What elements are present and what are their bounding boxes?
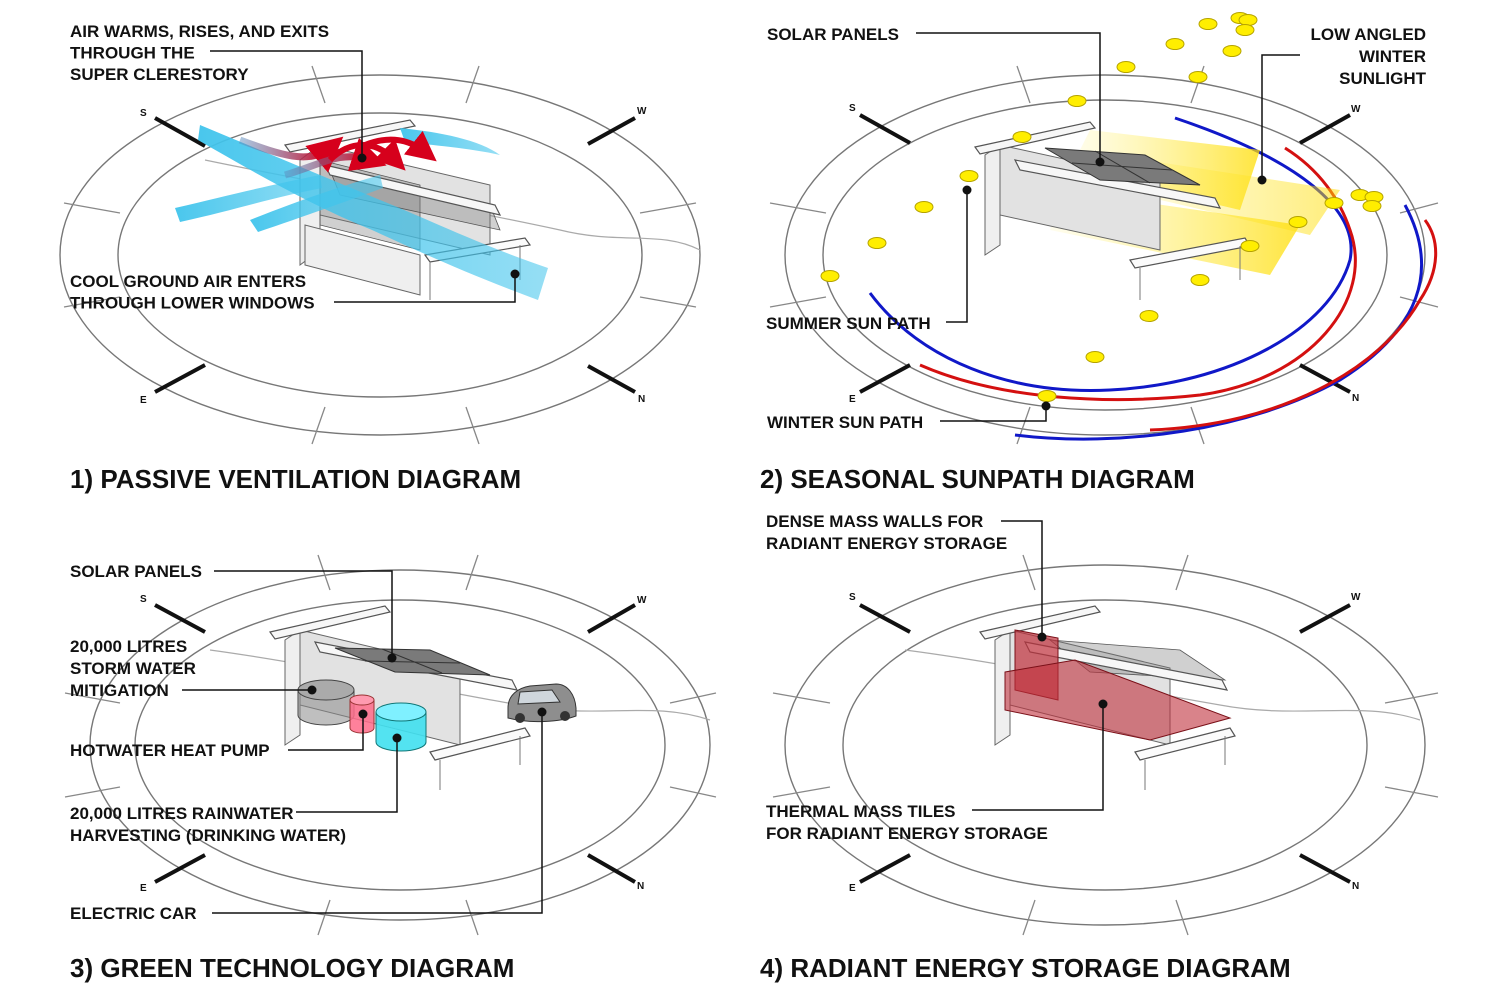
svg-text:WINTER SUN PATH: WINTER SUN PATH <box>767 413 923 432</box>
svg-text:SOLAR PANELS: SOLAR PANELS <box>70 562 202 581</box>
compass-rose: S W E N <box>59 65 701 445</box>
label-heat-pump: HOTWATER HEAT PUMP <box>70 709 368 760</box>
compass-s: S <box>140 594 147 605</box>
compass-n: N <box>638 394 645 405</box>
svg-text:SOLAR PANELS: SOLAR PANELS <box>767 25 899 44</box>
compass-e: E <box>849 394 856 405</box>
compass-e: E <box>140 395 147 406</box>
title-radiant-energy-storage: 4) RADIANT ENERGY STORAGE DIAGRAM <box>760 953 1291 983</box>
compass-s: S <box>140 108 147 119</box>
compass-n: N <box>1352 881 1359 892</box>
title-passive-ventilation: 1) PASSIVE VENTILATION DIAGRAM <box>70 464 521 494</box>
compass-w: W <box>637 106 647 117</box>
label-summer-sun-path: SUMMER SUN PATH <box>766 185 972 333</box>
panel-green-technology: S W E N <box>64 554 717 983</box>
label-winter-sun-path: WINTER SUN PATH <box>767 401 1051 432</box>
compass-rose: S W E N <box>769 65 1439 445</box>
compass-n: N <box>637 881 644 892</box>
compass-s: S <box>849 592 856 603</box>
label-solar-panels: SOLAR PANELS <box>70 562 397 663</box>
compass-s: S <box>849 103 856 114</box>
sun-positions <box>820 12 1384 402</box>
rainwater-tank <box>375 702 427 752</box>
panel-passive-ventilation: S W E N <box>59 22 701 494</box>
compass-e: E <box>140 883 147 894</box>
panel-seasonal-sunpath: S W E N <box>760 12 1439 494</box>
house-model <box>973 121 1251 300</box>
title-seasonal-sunpath: 2) SEASONAL SUNPATH DIAGRAM <box>760 464 1195 494</box>
stormwater-tank <box>297 679 355 726</box>
svg-text:ELECTRIC CAR: ELECTRIC CAR <box>70 904 197 923</box>
compass-w: W <box>1351 104 1361 115</box>
compass-w: W <box>1351 592 1361 603</box>
label-solar-panels: SOLAR PANELS <box>767 25 1105 167</box>
svg-text:SUMMER SUN PATH: SUMMER SUN PATH <box>766 314 931 333</box>
compass-n: N <box>1352 393 1359 404</box>
thermal-mass-tiles <box>1004 659 1232 741</box>
compass-e: E <box>849 883 856 894</box>
compass-rose: S W E N <box>772 554 1439 936</box>
compass-rose: S W E N <box>64 554 717 936</box>
title-green-technology: 3) GREEN TECHNOLOGY DIAGRAM <box>70 953 514 983</box>
label-electric-car: ELECTRIC CAR <box>70 707 547 923</box>
svg-text:HOTWATER HEAT PUMP: HOTWATER HEAT PUMP <box>70 741 270 760</box>
electric-car-icon <box>507 683 577 723</box>
compass-w: W <box>637 595 647 606</box>
